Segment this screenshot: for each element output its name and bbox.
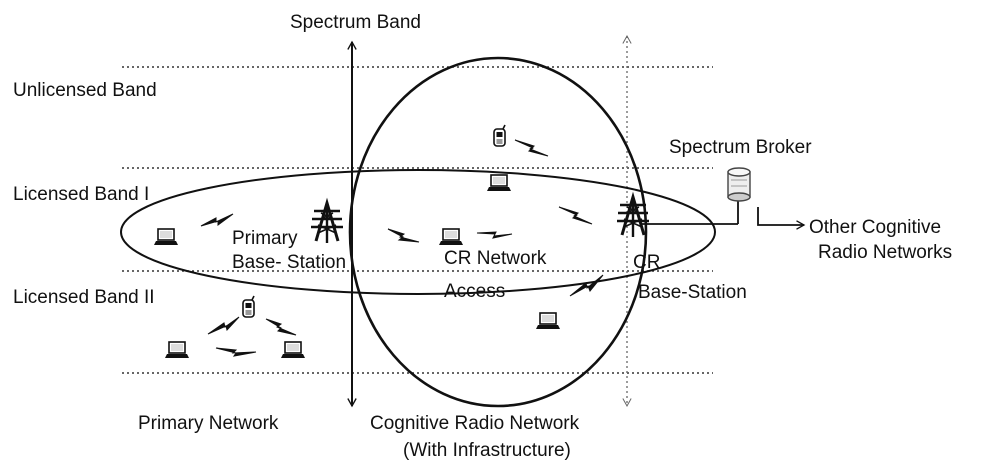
spectrum-broker-server-icon bbox=[727, 167, 751, 202]
other-networks-label: Other Cognitive bbox=[809, 217, 941, 238]
laptop-icon bbox=[438, 228, 464, 246]
phone-icon bbox=[493, 124, 506, 147]
primary-network-ellipse bbox=[120, 169, 716, 295]
wireless-link-icon bbox=[265, 318, 297, 336]
arrow-to-other-networks bbox=[757, 207, 806, 230]
cr-base-station-label: Base-Station bbox=[638, 282, 747, 303]
cr-network-title: Cognitive Radio Network bbox=[370, 413, 580, 434]
spectrum-broker-label: Spectrum Broker bbox=[669, 137, 812, 158]
phone-icon bbox=[242, 295, 255, 318]
laptop-icon bbox=[535, 312, 561, 330]
band-label-licensed-1: Licensed Band I bbox=[13, 184, 149, 205]
wireless-link-icon bbox=[207, 316, 240, 335]
primary-base-station-label: Base- Station bbox=[232, 252, 346, 273]
band-label-licensed-2: Licensed Band II bbox=[13, 287, 155, 308]
primary-base-station-label: Primary bbox=[232, 228, 298, 249]
laptop-icon bbox=[164, 341, 190, 359]
wireless-link-icon bbox=[200, 213, 234, 227]
wireless-link-icons bbox=[200, 139, 604, 357]
laptop-icon bbox=[280, 341, 306, 359]
cr-network-circle bbox=[348, 56, 648, 408]
cr-network-access-label: Access bbox=[444, 281, 505, 302]
wireless-link-icon bbox=[569, 274, 604, 297]
cr-network-access-label: CR Network bbox=[444, 248, 547, 269]
other-networks-label: Radio Networks bbox=[818, 242, 952, 263]
wireless-link-icon bbox=[558, 206, 593, 225]
wireless-link-icon bbox=[387, 228, 420, 243]
laptop-icon bbox=[153, 228, 179, 246]
wireless-link-icon bbox=[476, 231, 513, 239]
primary-base-station-tower-icon bbox=[309, 201, 345, 245]
laptop-icon bbox=[486, 174, 512, 192]
wireless-link-icon bbox=[514, 139, 549, 157]
cr-network-subtitle: (With Infrastructure) bbox=[403, 440, 571, 461]
cr-base-station-label: CR bbox=[633, 252, 660, 273]
spectrum-band-label: Spectrum Band bbox=[290, 12, 421, 33]
primary-network-label: Primary Network bbox=[138, 413, 279, 434]
wireless-link-icon bbox=[215, 347, 257, 357]
band-label-unlicensed: Unlicensed Band bbox=[13, 80, 157, 101]
